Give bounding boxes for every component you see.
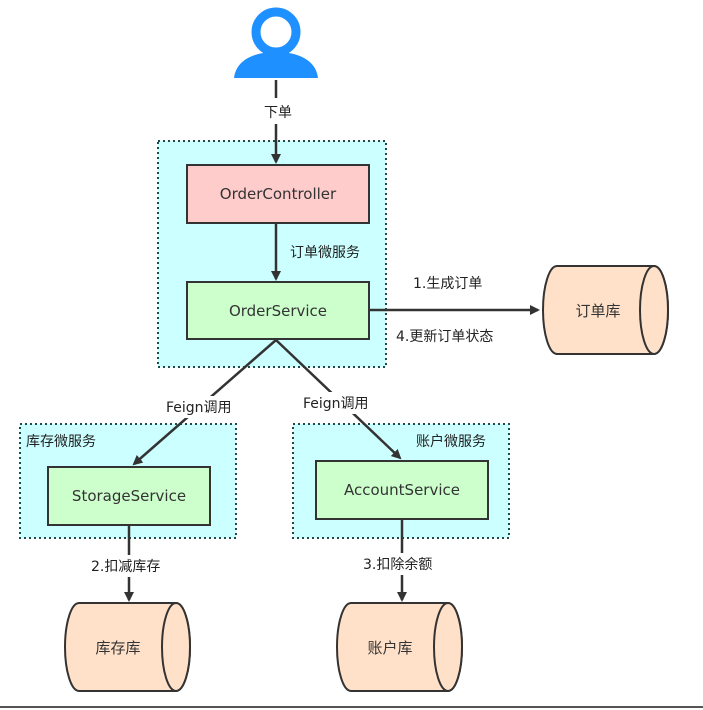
user-icon [234,7,318,78]
order-db-label: 订单库 [575,302,620,320]
label-bg-feign-left [162,396,242,418]
storage-db [64,602,191,692]
storage-db-label: 库存库 [95,639,140,657]
label-bg-deduct-balance [360,553,446,575]
storage-service-label: StorageService [72,487,186,505]
label-bg-place-order [258,100,298,122]
label-bg-feign-right [300,392,380,414]
order-controller-box [186,164,370,224]
order-controller-label: OrderController [220,185,337,203]
account-db-label: 账户库 [367,639,412,657]
storage-service-box [47,466,211,526]
account-service-box [315,460,489,520]
order-service-box [186,281,370,340]
label-feign-left: Feign调用 [166,400,232,416]
label-update-status: 4.更新订单状态 [396,329,493,345]
account-db [336,602,463,692]
label-order-micro: 订单微服务 [290,245,360,261]
label-zone-storage: 库存微服务 [26,434,96,450]
order-service-label: OrderService [229,302,327,320]
label-deduct-balance: 3.扣除余额 [363,556,432,573]
account-service-label: AccountService [344,481,460,499]
label-feign-right: Feign调用 [303,396,369,412]
label-create-order: 1.生成订单 [413,276,482,292]
label-deduct-stock: 2.扣减库存 [91,559,160,575]
label-place-order: 下单 [264,105,292,121]
order-db [542,265,669,355]
label-bg-deduct-stock [88,555,172,577]
label-zone-account: 账户微服务 [416,433,486,450]
